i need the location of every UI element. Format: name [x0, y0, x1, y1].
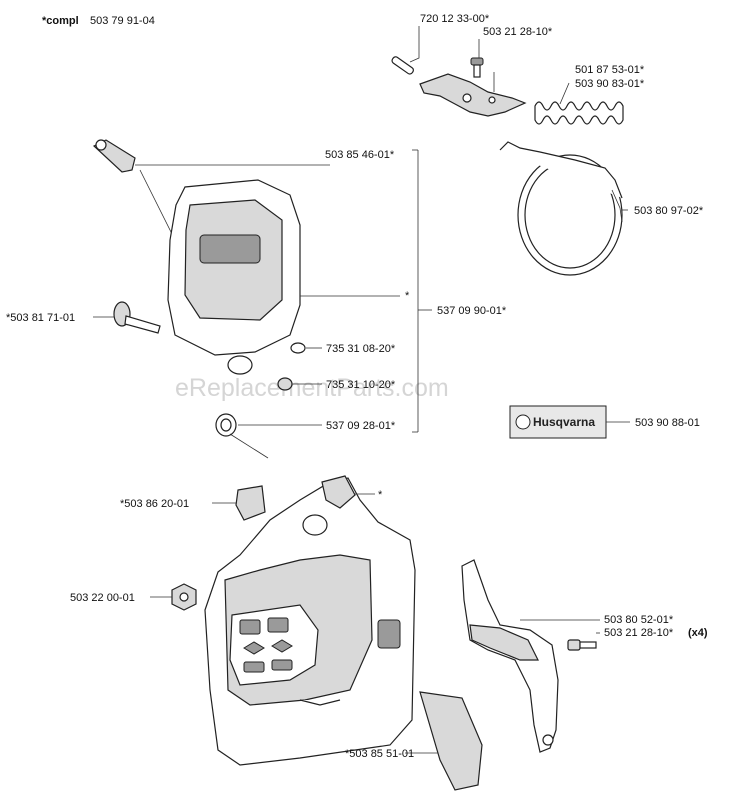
husqvarna-crown-icon	[515, 414, 531, 430]
label-503-80-52-01: 503 80 52-01*	[604, 614, 674, 626]
label-537-09-90-01: 537 09 90-01*	[437, 305, 507, 317]
bolt-top-part[interactable]	[92, 139, 136, 173]
label-503-90-88-01: 503 90 88-01	[635, 417, 700, 429]
label-735-31-08-20: 735 31 08-20*	[326, 343, 396, 355]
chain-brake-cover-part[interactable]	[167, 179, 301, 375]
nut-part[interactable]	[171, 583, 197, 611]
decal-part[interactable]: Husqvarna	[509, 405, 607, 439]
label-720-12-33-00: 720 12 33-00*	[420, 13, 490, 25]
label-503-85-46-01: 503 85 46-01*	[325, 149, 395, 161]
torsion-spring-part[interactable]	[215, 413, 269, 459]
label-537-09-28-01: 537 09 28-01*	[326, 420, 396, 432]
washer-large-part[interactable]	[277, 377, 293, 391]
assembly-number: 503 79 91-04	[90, 15, 155, 27]
label-qty-x4: (x4)	[688, 627, 708, 639]
watermark-text: eReplacementParts.com	[175, 374, 449, 402]
label-star-cover: *	[405, 290, 410, 302]
decal-brand-text: Husqvarna	[533, 415, 595, 429]
bolt-left-part[interactable]	[113, 301, 161, 334]
clutch-cover-housing-part[interactable]	[204, 475, 416, 766]
label-503-21-28-10-bottom: 503 21 28-10*	[604, 627, 674, 639]
pin-part[interactable]	[391, 56, 415, 75]
brake-band-part[interactable]	[499, 141, 623, 276]
label-star-housing: *	[378, 489, 383, 501]
guard-plate-part[interactable]	[419, 691, 483, 791]
screw-top-part[interactable]	[470, 57, 484, 78]
label-503-21-28-10-top: 503 21 28-10*	[483, 26, 553, 38]
label-501-87-53-01: 501 87 53-01*	[575, 64, 645, 76]
washer-small-part[interactable]	[290, 342, 306, 354]
label-503-90-83-01: 503 90 83-01*	[575, 78, 645, 90]
small-clip-part[interactable]	[235, 485, 266, 521]
cover-plate-part[interactable]	[461, 559, 559, 753]
brake-spring-part[interactable]	[534, 101, 624, 125]
assembly-prefix: *compl	[42, 15, 79, 27]
label-735-31-10-20: 735 31 10-20*	[326, 379, 396, 391]
label-503-80-97-02: 503 80 97-02*	[634, 205, 704, 217]
screw-bottom-part[interactable]	[567, 639, 597, 651]
label-503-22-00-01: 503 22 00-01	[70, 592, 135, 604]
label-503-81-71-01: *503 81 71-01	[6, 312, 75, 324]
brake-lever-part[interactable]	[419, 73, 527, 117]
label-503-85-51-01: *503 85 51-01	[345, 748, 414, 760]
label-503-86-20-01: *503 86 20-01	[120, 498, 189, 510]
